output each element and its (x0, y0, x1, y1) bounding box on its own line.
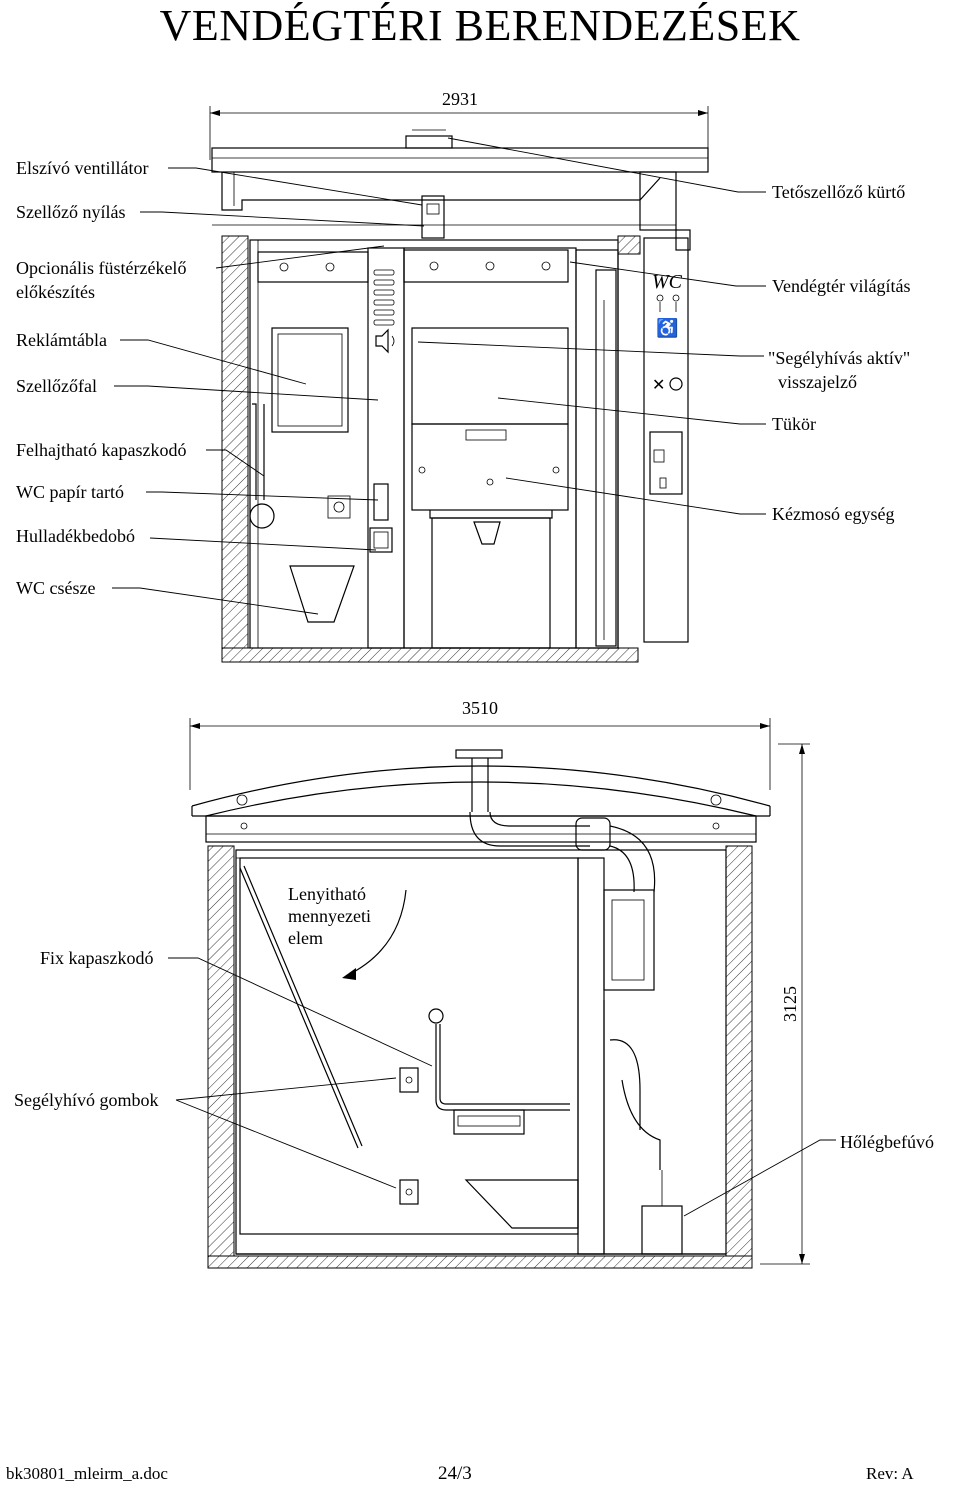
cabin-interior (249, 239, 619, 649)
label-emergency-active-2: visszajelző (778, 372, 857, 392)
roof-vent-duct (455, 749, 656, 893)
emergency-button-lower (399, 1179, 419, 1205)
wc-bowl (289, 565, 355, 623)
floor (221, 647, 639, 663)
hot-air-duct (609, 1039, 641, 1130)
wc-sign: WC (652, 271, 683, 293)
label-exhaust-fan: Elszívó ventillátor (16, 158, 148, 178)
emergency-indicator: ✕ (652, 377, 683, 394)
top-leaders-right (417, 137, 766, 515)
label-grab-bar: Felhajtható kapaszkodó (16, 440, 186, 460)
wheelchair-icon: ♿ (656, 317, 678, 338)
top-labels-left: Elszívó ventillátor Szellőző nyílás Opci… (16, 158, 186, 598)
left-wall (221, 235, 249, 649)
rotation-arrow (345, 889, 407, 977)
grab-bar-hinge (249, 503, 275, 529)
top-leaders-left (112, 167, 425, 615)
note-line-2: mennyezeti (288, 906, 371, 926)
fold-up-grab-bar (252, 403, 257, 500)
bottom-labels: Fix kapaszkodó Segélyhívó gombok Hőlégbe… (14, 948, 934, 1152)
fixed-grab-bar (428, 1008, 570, 1111)
side-elevation-view: 3510 3125 (189, 698, 810, 1269)
side-panel (643, 237, 689, 643)
top-labels-right: Tetőszellőző kürtő Vendégtér világítás "… (768, 182, 910, 524)
dimension-label-height: 3125 (780, 986, 800, 1022)
dimension-2931: 2931 (209, 89, 709, 160)
ventilation-wall (367, 247, 405, 649)
label-roof-vent: Tetőszellőző kürtő (772, 182, 905, 202)
svg-text:✕: ✕ (652, 377, 665, 394)
footer-page-number: 24/3 (438, 1463, 472, 1484)
fold-down-ceiling-element (239, 867, 359, 1149)
page-title: VENDÉGTÉRI BERENDEZÉSEK (159, 1, 801, 50)
roof-vent-chimney (421, 195, 445, 239)
label-advertising-board: Reklámtábla (16, 330, 107, 350)
dimension-3125: 3125 (760, 743, 810, 1265)
person-icons (656, 294, 680, 312)
equipment-box (603, 889, 655, 991)
label-smoke-detector: Opcionális füstérzékelő (16, 258, 186, 278)
label-wc-bowl: WC csésze (16, 578, 95, 598)
toilet-paper-holder (373, 483, 389, 521)
label-paper-holder: WC papír tartó (16, 482, 124, 502)
label-smoke-detector-2: előkészítés (16, 282, 95, 302)
label-waste-bin: Hulladékbedobó (16, 526, 135, 546)
note-line-1: Lenyitható (288, 884, 366, 904)
waste-inlet (369, 527, 393, 553)
bottom-leaders (168, 957, 836, 1217)
label-emergency-buttons: Segélyhívó gombok (14, 1090, 159, 1110)
footer-filename: bk30801_mleirm_a.doc (6, 1464, 168, 1483)
label-lighting: Vendégtér világítás (772, 276, 910, 296)
dimension-3510: 3510 (189, 698, 771, 790)
speaker-icon (375, 328, 389, 354)
emergency-button-upper (399, 1067, 419, 1093)
label-emergency-active: "Segélyhívás aktív" (768, 348, 910, 368)
roof (211, 129, 709, 231)
ceiling-note: Lenyitható mennyezeti elem (288, 884, 371, 948)
dimension-label-width: 3510 (462, 698, 498, 718)
seat (453, 1109, 525, 1135)
right-wall-top (617, 235, 641, 255)
advertising-board (271, 327, 349, 433)
label-ventilation-wall: Szellőzőfal (16, 376, 97, 396)
label-vent-opening: Szellőző nyílás (16, 202, 125, 222)
label-mirror: Tükör (772, 414, 816, 434)
label-hot-air-blower: Hőlégbefúvó (840, 1132, 934, 1152)
label-fixed-grab-bar: Fix kapaszkodó (40, 948, 153, 968)
control-panel (649, 431, 683, 495)
curved-roof (191, 765, 771, 843)
front-elevation-view: 2931 (209, 89, 709, 663)
vent-slots (373, 269, 395, 326)
washbasin-unit (411, 423, 569, 511)
side-right-wall (725, 845, 753, 1257)
side-wc-bowl (464, 1179, 579, 1229)
side-left-wall (207, 845, 235, 1257)
fan (426, 203, 440, 215)
note-line-3: elem (288, 928, 323, 948)
hot-air-blower (641, 1205, 683, 1255)
label-washbasin: Kézmosó egység (772, 504, 894, 524)
footer-revision: Rev: A (866, 1464, 914, 1483)
side-floor (207, 1255, 753, 1269)
dimension-label: 2931 (442, 89, 478, 109)
